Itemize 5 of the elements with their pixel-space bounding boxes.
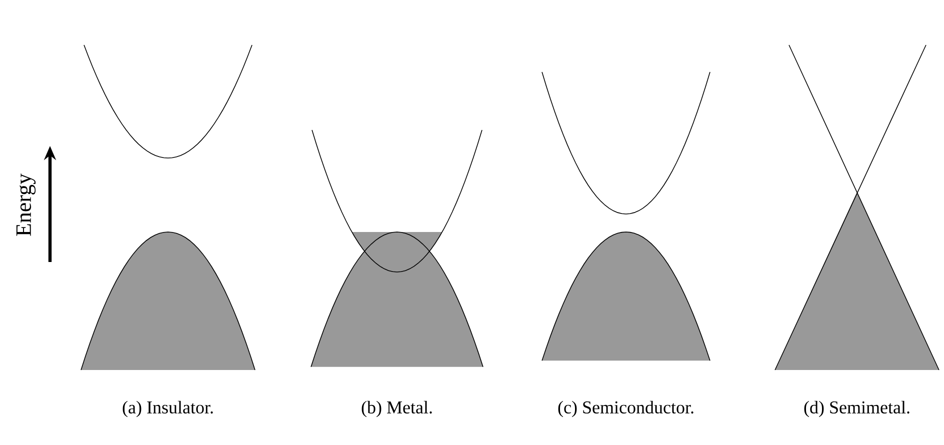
panel-caption: (a) Insulator. (122, 400, 213, 418)
panel-caption: (c) Semiconductor. (558, 400, 694, 418)
panel-caption: (d) Semimetal. (804, 400, 910, 418)
panel-caption: (b) Metal. (362, 400, 432, 418)
axis-label: Energy (16, 174, 36, 236)
